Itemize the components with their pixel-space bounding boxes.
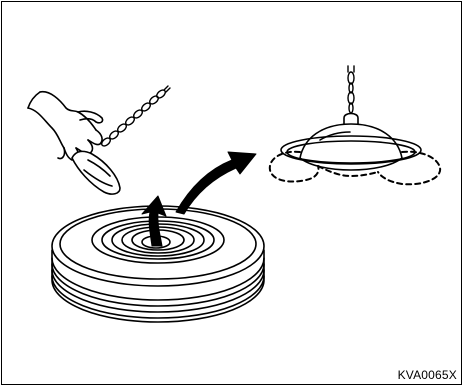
hand-chain <box>100 86 170 148</box>
transfer-arrow <box>176 152 256 214</box>
figure-code: KVA0065X <box>398 368 457 382</box>
hand-holding-hanger <box>28 92 120 194</box>
vertical-chain <box>348 66 354 113</box>
hanging-hanger <box>270 66 440 184</box>
